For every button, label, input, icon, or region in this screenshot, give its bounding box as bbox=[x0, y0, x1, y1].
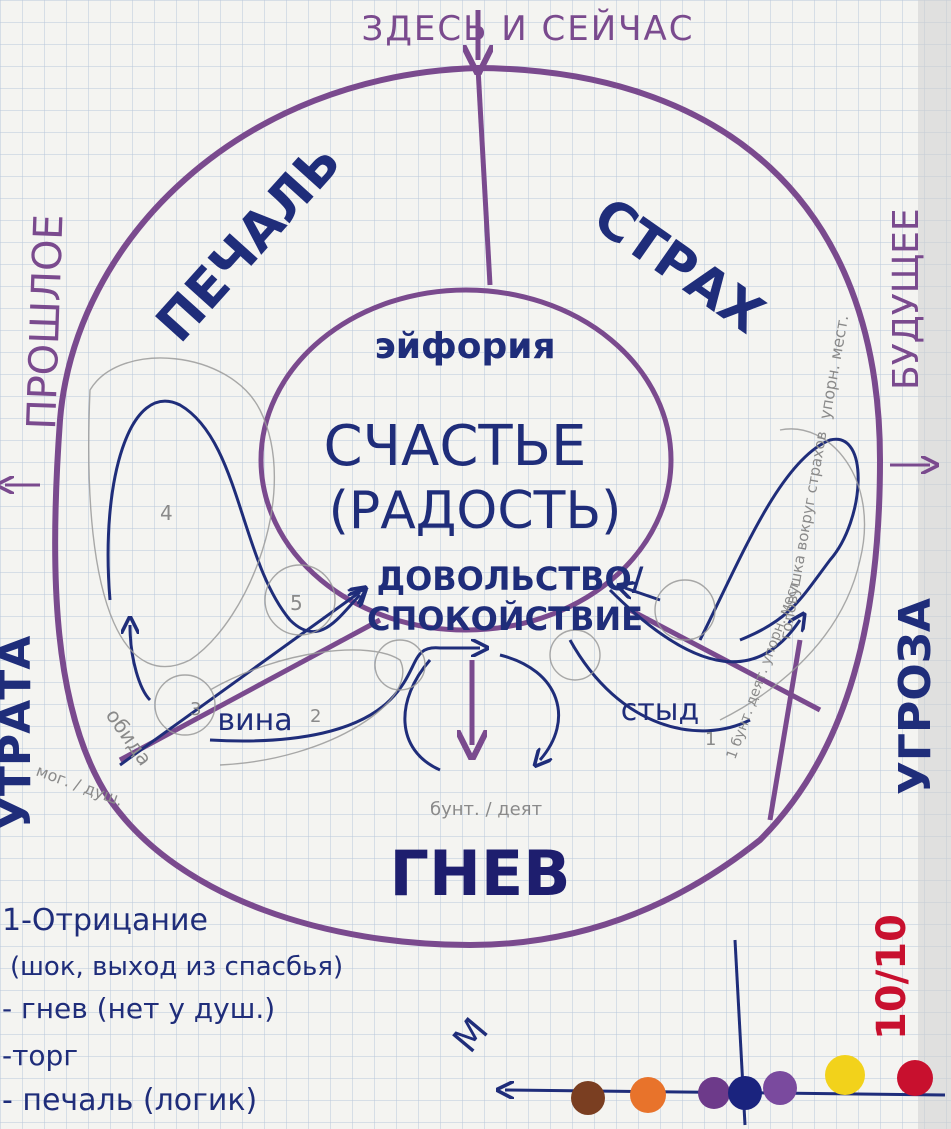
here-and-now-label: ЗДЕСЬ И СЕЙЧАС bbox=[362, 8, 695, 49]
past-label: ПРОШЛОЕ bbox=[19, 214, 72, 431]
pencil-4: 4 bbox=[160, 501, 173, 525]
pencil-5: 5 bbox=[290, 591, 303, 615]
list-item-1: 1-Отрицание bbox=[2, 903, 208, 938]
inner-circle bbox=[258, 287, 674, 633]
contentment-label: ДОВОЛЬСТВО/ bbox=[377, 560, 644, 598]
happiness-label: СЧАСТЬЕ bbox=[324, 414, 587, 479]
loss-label: УТРАТА bbox=[0, 636, 41, 830]
joy-label: (РАДОСТЬ) bbox=[329, 481, 622, 541]
color-dots bbox=[571, 1055, 933, 1115]
scale-label-10-10: 10/10 bbox=[869, 914, 915, 1040]
pencil-rebel: бунт. / деят bbox=[430, 799, 542, 820]
shame-label: стыд bbox=[621, 693, 699, 728]
outer-oval bbox=[52, 64, 884, 949]
guilt-label: вина bbox=[217, 703, 292, 738]
pencil-2: 2 bbox=[310, 706, 321, 727]
list-item-4: -торг bbox=[2, 1039, 78, 1072]
list-item-2: (шок, выход из спасбья) bbox=[10, 952, 343, 982]
list-item-5: - печаль (логик) bbox=[2, 1083, 257, 1118]
pencil-3: 3 bbox=[190, 699, 201, 720]
euphoria-label: эйфория bbox=[374, 326, 555, 367]
list-item-3: - гнев (нет у душ.) bbox=[2, 992, 275, 1025]
calm-label: СПОКОЙСТВИЕ bbox=[367, 600, 643, 638]
pencil-1: 1 bbox=[705, 729, 716, 750]
threat-label: УГРОЗА bbox=[890, 598, 941, 795]
future-label: БУДУЩЕЕ bbox=[886, 208, 927, 390]
anger-label: ГНЕВ bbox=[389, 837, 570, 910]
